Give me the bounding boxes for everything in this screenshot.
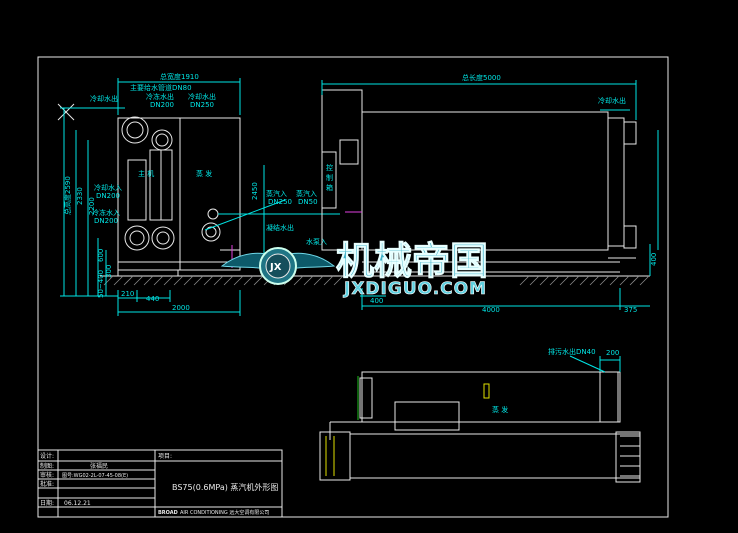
dim-2000: 2000 bbox=[172, 304, 190, 312]
tb-project-label: 项目: bbox=[158, 453, 172, 460]
dim-total-height: 总高度2590 bbox=[63, 176, 72, 215]
tb-company: AIR CONDITIONING 远大空调有限公司 bbox=[180, 509, 269, 516]
watermark: JX 机械帝国 JXDIGUO.COM bbox=[220, 239, 489, 299]
label-hot-out-size: DN200 bbox=[150, 101, 174, 109]
dim-2330: 2330 bbox=[76, 187, 84, 205]
plan-view bbox=[319, 355, 641, 483]
front-dimensions bbox=[60, 78, 340, 316]
label-cold-out-size: 冷却水出 bbox=[188, 92, 216, 101]
dim-50-400: 50~400 bbox=[97, 270, 105, 298]
dim-600: 600 bbox=[97, 249, 105, 262]
label-control-box-3: 箱 bbox=[326, 183, 333, 192]
dim-2200: 2200 bbox=[88, 197, 96, 215]
dim-total-length: 总长度5000 bbox=[462, 73, 501, 82]
label-control-box: 控 bbox=[326, 163, 333, 172]
label-cold-out-size2: DN250 bbox=[190, 101, 214, 109]
tb-draw-label: 制图: bbox=[40, 462, 54, 470]
label-drain: 排污水出DN40 bbox=[548, 347, 596, 356]
label-steam-in-a-size: DN250 bbox=[268, 198, 292, 206]
dim-440: 440 bbox=[146, 295, 159, 303]
tb-check-value: 图号:WG02-2L-07-45-08(E) bbox=[62, 473, 128, 479]
label-steam-in-b-size: DN50 bbox=[298, 198, 318, 206]
label-pump-in: 水泵入 bbox=[306, 237, 327, 246]
label-evaporator: 蒸 发 bbox=[196, 169, 212, 178]
tb-company-logo: BROAD bbox=[158, 510, 178, 516]
tb-check-label: 审核: bbox=[40, 471, 54, 479]
side-view bbox=[321, 89, 650, 286]
tb-date-label: 日期: bbox=[40, 499, 54, 507]
label-cold-out: 冷却水出 bbox=[90, 94, 118, 103]
label-hot-out: 冷冻水出 bbox=[146, 92, 174, 101]
dim-2450: 2450 bbox=[251, 182, 259, 200]
label-cool-in: 冷却水入 bbox=[94, 183, 122, 192]
label-steam-in-b: 蒸汽入 bbox=[296, 189, 317, 198]
watermark-logo: JX bbox=[269, 262, 282, 273]
tb-drawing-title: BS75(0.6MPa) 蒸汽机外形图 bbox=[172, 482, 278, 492]
side-dimensions bbox=[321, 80, 659, 310]
label-chill-in: 冷冻水入 bbox=[92, 208, 120, 217]
label-cond-out: 凝结水出 bbox=[266, 223, 294, 232]
label-main-unit: 主 机 bbox=[138, 169, 154, 178]
watermark-en: JXDIGUO.COM bbox=[343, 279, 487, 299]
watermark-cn: 机械帝国 bbox=[336, 239, 488, 283]
label-control-box-2: 制 bbox=[326, 173, 333, 182]
dim-375: 375 bbox=[624, 306, 637, 314]
label-steam-in-a: 蒸汽入 bbox=[266, 189, 287, 198]
tb-date-value: 06.12.21 bbox=[64, 500, 91, 507]
label-evaporator-plan: 蒸 发 bbox=[492, 405, 508, 414]
dim-400: 400 bbox=[370, 297, 383, 305]
tb-draw-value: 张福民 bbox=[90, 462, 108, 470]
dim-210: 210 bbox=[121, 290, 134, 298]
dim-200: 200 bbox=[606, 349, 619, 357]
dim-4000: 4000 bbox=[482, 306, 500, 314]
label-pipe-dn80: 主要给水管道DN80 bbox=[130, 83, 192, 92]
tb-approve-label: 批准: bbox=[40, 480, 54, 488]
drawing-frame bbox=[37, 56, 669, 518]
dim-400b: 400 bbox=[650, 253, 658, 266]
label-chill-in-size: DN200 bbox=[94, 217, 118, 225]
dim-total-width: 总宽度1910 bbox=[160, 72, 199, 81]
tb-design-label: 设计: bbox=[40, 452, 54, 460]
title-block bbox=[37, 449, 283, 518]
label-cool-in-size: DN200 bbox=[96, 192, 120, 200]
dim-300: 300 bbox=[105, 265, 113, 278]
label-cool-water-out: 冷却水出 bbox=[598, 96, 626, 105]
